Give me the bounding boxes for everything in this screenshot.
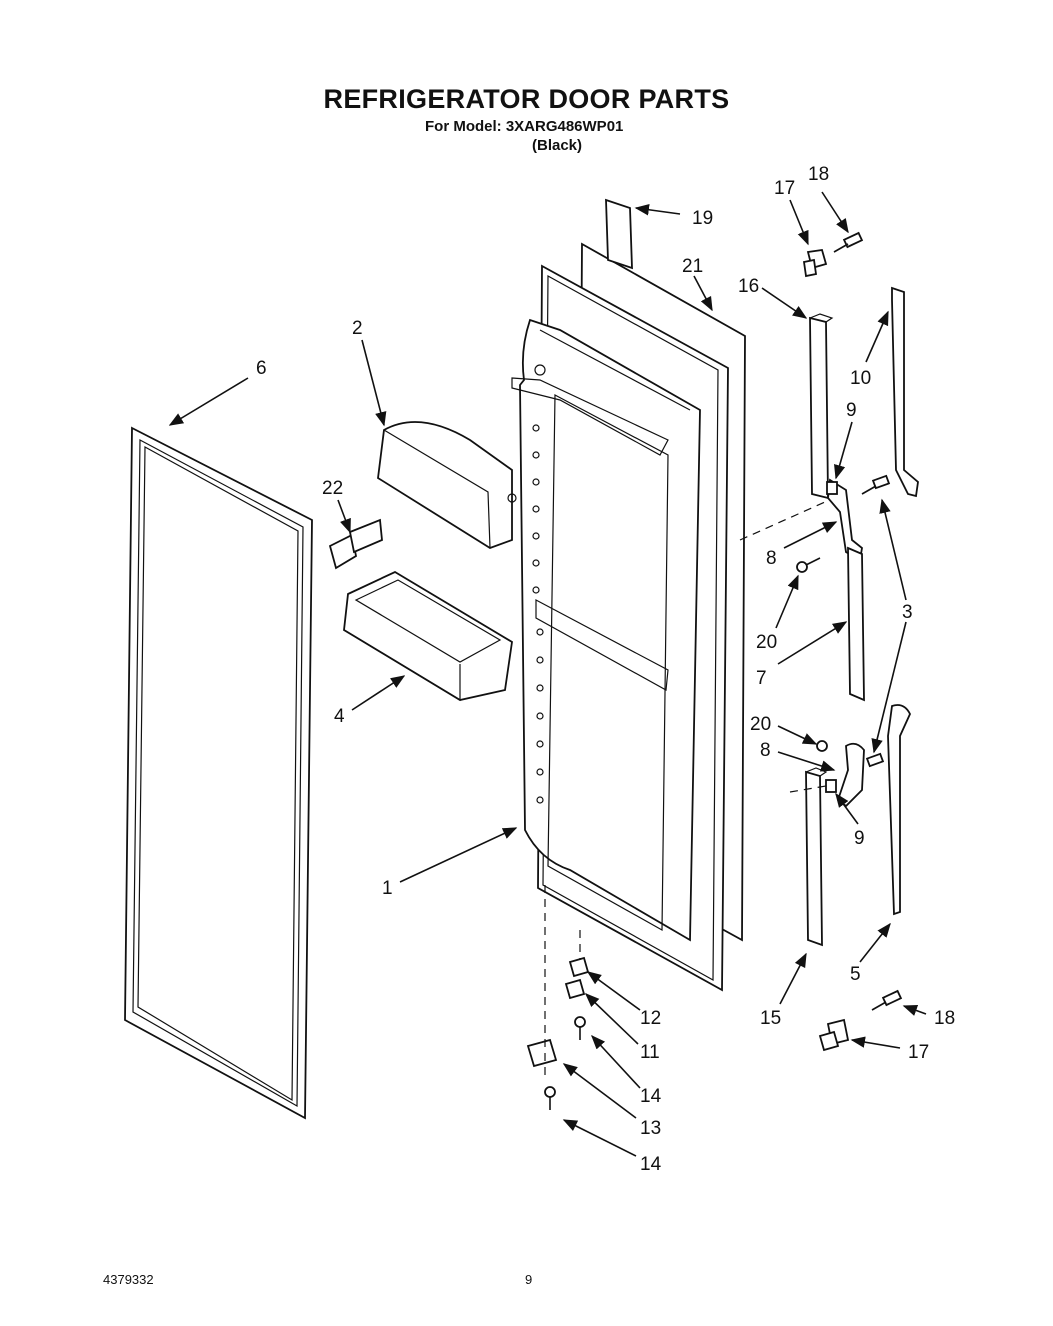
callout-20-upper: 20 <box>756 632 777 653</box>
callout-19: 19 <box>692 208 713 229</box>
part-10-side-trim <box>891 286 919 498</box>
part-20-lower-screw <box>816 740 828 752</box>
part-13-bottom-hinge <box>526 1038 558 1068</box>
part-16-hinge-cover <box>809 313 834 500</box>
part-19-trim-strip <box>605 198 633 270</box>
callout-3: 3 <box>902 602 913 623</box>
model-line: For Model: 3XARG486WP01 <box>425 118 624 135</box>
callout-10: 10 <box>850 368 871 389</box>
callout-17-bottom: 17 <box>908 1042 929 1063</box>
part-17-hinge-block-bottom <box>818 1018 850 1052</box>
part-12-hinge-plate <box>568 956 590 978</box>
part-3-lower-pin <box>865 752 885 768</box>
callout-5: 5 <box>850 964 861 985</box>
callout-20-lower: 20 <box>750 714 771 735</box>
part-4-door-bin <box>343 570 513 702</box>
leader-lines <box>168 191 927 1157</box>
part-22-bracket <box>328 518 383 570</box>
callout-18-top: 18 <box>808 164 829 185</box>
page-header: REFRIGERATOR DOOR PARTS <box>0 84 1053 115</box>
callout-13: 13 <box>640 1118 661 1139</box>
callout-12: 12 <box>640 1008 661 1029</box>
part-14-screw-lower <box>544 1086 556 1110</box>
callout-15: 15 <box>760 1008 781 1029</box>
callout-16: 16 <box>738 276 759 297</box>
color-variant: (Black) <box>532 137 583 154</box>
callout-11: 11 <box>640 1042 660 1063</box>
callout-22: 22 <box>322 478 343 499</box>
part-17-hinge-block-top <box>802 248 828 278</box>
part-3-upper-pin <box>861 474 891 495</box>
callout-14-upper: 14 <box>640 1086 662 1107</box>
part-15-lower-cover <box>805 767 828 947</box>
page-number: 9 <box>525 1272 533 1287</box>
part-18-screw-bottom <box>871 989 903 1011</box>
part-1-door-liner <box>511 264 729 992</box>
callout-1: 1 <box>382 878 393 899</box>
callout-labels: 6 2 22 4 1 19 21 16 17 18 10 9 8 3 20 7 … <box>256 164 955 1175</box>
part-6-door-gasket <box>124 426 313 1120</box>
document-number: 4379332 <box>103 1272 154 1287</box>
part-2-dairy-door <box>377 421 517 549</box>
callout-7: 7 <box>756 668 767 689</box>
callout-6: 6 <box>256 358 267 379</box>
callout-9-upper: 9 <box>846 400 857 421</box>
callout-8-lower: 8 <box>760 740 771 761</box>
part-14-screw-upper <box>574 1016 586 1040</box>
part-9-lower-bushing <box>825 779 837 793</box>
part-20-upper-screw <box>796 557 821 573</box>
part-9-upper-bushing <box>826 481 838 495</box>
part-5-lower-trim <box>887 704 911 916</box>
part-7-vertical-strip <box>847 546 865 702</box>
callout-21: 21 <box>682 256 703 277</box>
callout-8-upper: 8 <box>766 548 777 569</box>
part-8-lower-hinge <box>836 742 865 808</box>
alignment-lines <box>544 501 827 1075</box>
callout-14-lower: 14 <box>640 1154 662 1175</box>
page-title: REFRIGERATOR DOOR PARTS <box>323 84 730 114</box>
part-18-screw-top <box>833 231 864 253</box>
liner-shelf-holes <box>532 424 544 804</box>
callout-9-lower: 9 <box>854 828 865 849</box>
callout-2: 2 <box>352 318 363 339</box>
callout-4: 4 <box>334 706 345 727</box>
part-11-hinge-bracket <box>564 978 586 1000</box>
callout-18-bottom: 18 <box>934 1008 955 1029</box>
callout-17-top: 17 <box>774 178 795 199</box>
